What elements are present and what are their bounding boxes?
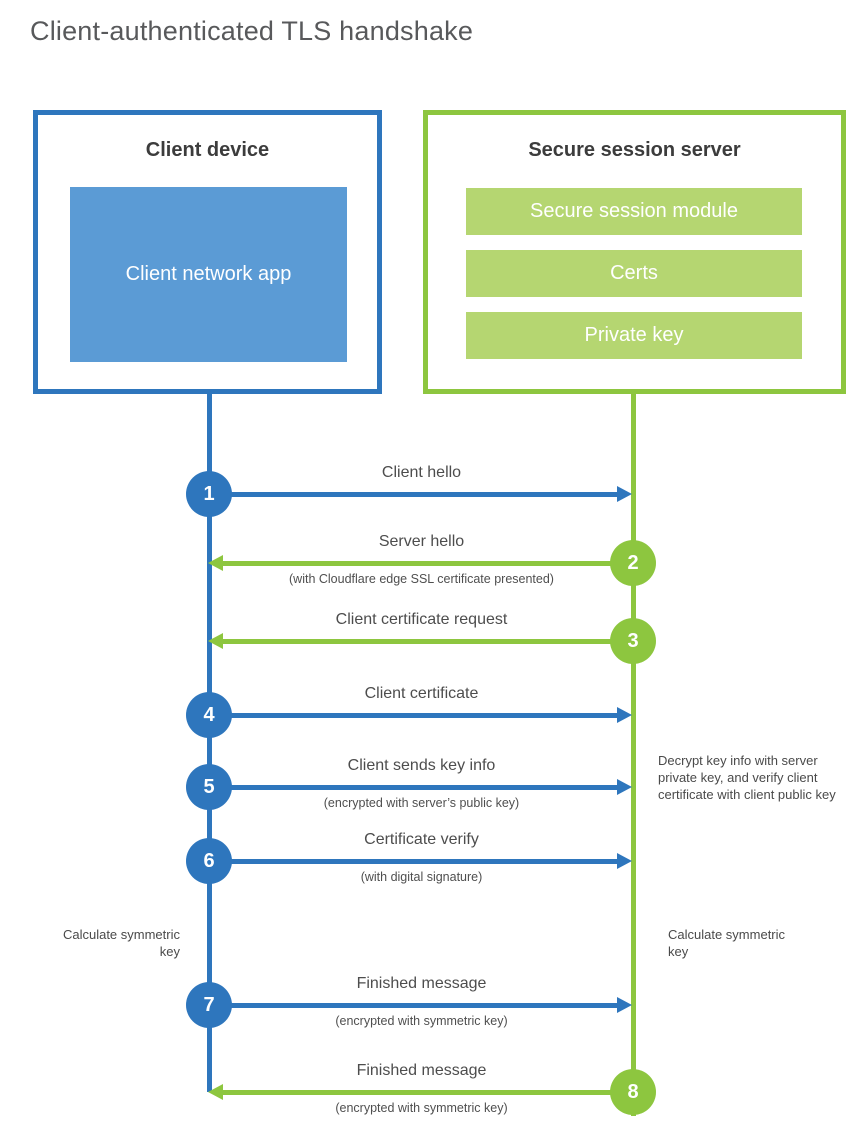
server-decrypt-note: Decrypt key info with server private key… bbox=[658, 753, 836, 802]
step-2-marker: 2 bbox=[610, 540, 656, 586]
secure-session-server-title: Secure session server bbox=[528, 139, 741, 161]
step-5-marker: 5 bbox=[186, 764, 232, 810]
step-3-arrow bbox=[222, 639, 633, 644]
server-calculate-symmetric-key-note: Calculate symmetric key bbox=[668, 927, 786, 959]
module-bar-secure-session-module: Secure session module bbox=[466, 188, 802, 235]
step-8-marker: 8 bbox=[610, 1069, 656, 1115]
step-8-sublabel: (encrypted with symmetric key) bbox=[335, 1101, 508, 1115]
step-number: 7 bbox=[203, 993, 215, 1016]
step-5-label: Client sends key info bbox=[347, 757, 496, 774]
step-number: 6 bbox=[203, 849, 215, 872]
step-6-label: Certificate verify bbox=[364, 831, 479, 848]
arrowhead-right-icon bbox=[617, 707, 632, 723]
arrowhead-left-icon bbox=[208, 555, 223, 571]
step-6-sublabel: (with digital signature) bbox=[360, 870, 483, 884]
client-device-title: Client device bbox=[145, 139, 270, 161]
step-number: 4 bbox=[203, 703, 215, 726]
arrowhead-right-icon bbox=[617, 997, 632, 1013]
step-2-sublabel: (with Cloudflare edge SSL certificate pr… bbox=[289, 572, 554, 586]
arrowhead-right-icon bbox=[617, 853, 632, 869]
client-lifeline bbox=[207, 392, 212, 1092]
step-7-label: Finished message bbox=[356, 975, 487, 992]
step-4-arrow bbox=[209, 713, 618, 718]
step-1-marker: 1 bbox=[186, 471, 232, 517]
page-title: Client-authenticated TLS handshake bbox=[30, 16, 474, 46]
step-7-marker: 7 bbox=[186, 982, 232, 1028]
secure-session-server-box: Secure session server Secure session mod… bbox=[423, 110, 846, 394]
step-6-arrow bbox=[209, 859, 618, 864]
step-8-arrow bbox=[222, 1090, 633, 1095]
arrowhead-right-icon bbox=[617, 779, 632, 795]
step-number: 8 bbox=[627, 1080, 639, 1103]
arrowhead-left-icon bbox=[208, 633, 223, 649]
step-number: 1 bbox=[203, 482, 215, 505]
step-number: 3 bbox=[627, 629, 639, 652]
arrowhead-left-icon bbox=[208, 1084, 223, 1100]
step-1-label: Client hello bbox=[381, 464, 462, 481]
step-1-arrow bbox=[209, 492, 618, 497]
step-3-marker: 3 bbox=[610, 618, 656, 664]
step-3-label: Client certificate request bbox=[335, 611, 508, 628]
module-bar-private-key: Private key bbox=[466, 312, 802, 359]
client-calculate-symmetric-key-note: Calculate symmetric key bbox=[62, 927, 180, 959]
step-number: 2 bbox=[627, 551, 639, 574]
client-network-app-box: Client network app bbox=[70, 187, 347, 362]
step-8-label: Finished message bbox=[356, 1062, 487, 1079]
step-7-sublabel: (encrypted with symmetric key) bbox=[335, 1014, 508, 1028]
client-device-box: Client device Client network app bbox=[33, 110, 382, 394]
step-5-sublabel: (encrypted with server’s public key) bbox=[323, 796, 520, 810]
step-6-marker: 6 bbox=[186, 838, 232, 884]
step-7-arrow bbox=[209, 1003, 618, 1008]
step-4-marker: 4 bbox=[186, 692, 232, 738]
step-4-label: Client certificate bbox=[364, 685, 479, 702]
server-lifeline bbox=[631, 392, 636, 1116]
step-2-label: Server hello bbox=[378, 533, 465, 550]
module-bar-certs: Certs bbox=[466, 250, 802, 297]
arrowhead-right-icon bbox=[617, 486, 632, 502]
client-network-app-label: Client network app bbox=[125, 263, 292, 285]
step-5-arrow bbox=[209, 785, 618, 790]
step-2-arrow bbox=[222, 561, 633, 566]
step-number: 5 bbox=[203, 775, 215, 798]
